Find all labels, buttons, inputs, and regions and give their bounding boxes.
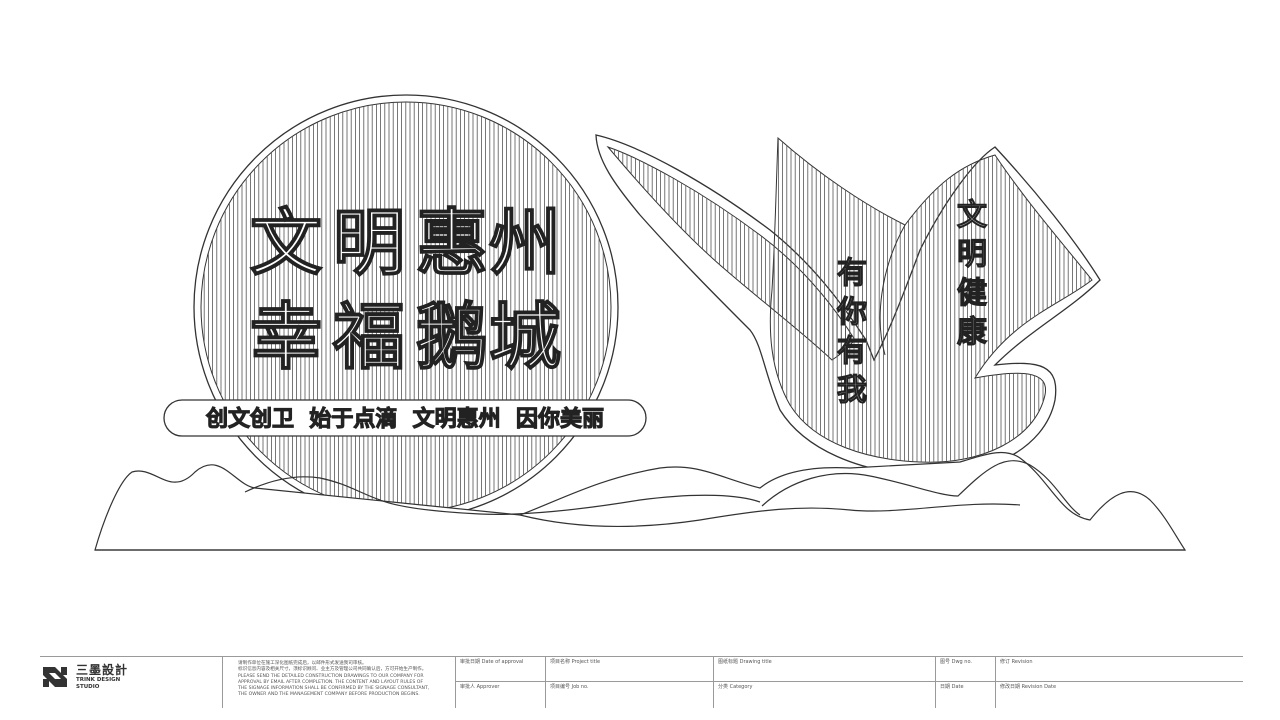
headline-char: 幸 — [250, 295, 322, 379]
vertical-text-char: 文 — [957, 198, 987, 233]
headline-char: 福 — [332, 295, 405, 379]
note-line: APPROVAL BY EMAIL AFTER COMPLETION. THE … — [238, 679, 423, 685]
field-dwg-no: 图号 Dwg no. — [940, 659, 973, 665]
slogan-text: 创文创卫 始于点滴 文明惠州 因你美丽 — [205, 406, 604, 432]
field-revision: 修订 Revision — [1000, 659, 1033, 665]
note-line: THE SIGNAGE INFORMATION SHALL BE CONFIRM… — [238, 686, 430, 692]
title-block: 三墨設計 TRINK DESIGN STUDIO 请制作单位在施工深化图纸完成后… — [0, 650, 1280, 720]
vertical-text-char: 有 — [837, 334, 867, 369]
logo-mark-icon — [43, 667, 67, 687]
vertical-text-char: 我 — [837, 373, 867, 408]
headline-char: 明 — [333, 201, 405, 285]
vertical-text-char: 你 — [836, 295, 867, 330]
mountain-base — [94, 451, 1187, 551]
vertical-text-char: 有 — [837, 256, 867, 291]
production-notes: 请制作单位在施工深化图纸完成后，以邮件形式发送我司审核。 标识信息内容及相关尺寸… — [238, 661, 453, 699]
headline-char: 惠 — [416, 201, 488, 285]
note-line: THE OWNER AND THE MANAGEMENT COMPANY BEF… — [238, 692, 420, 698]
field-approver: 审批人 Approver — [460, 684, 500, 690]
field-date-of-approval: 审批日期 Date of approval — [460, 659, 524, 665]
studio-logo: 三墨設計 TRINK DESIGN STUDIO — [40, 659, 180, 699]
field-date: 日期 Date — [940, 684, 964, 690]
vertical-text-char: 明 — [957, 237, 987, 272]
signage-elevation-drawing: 文 明 惠 州 幸 福 鹅 城 创文创卫 始于点滴 文明惠州 因你美丽 有 你 … — [94, 94, 1187, 551]
headline-char: 州 — [489, 201, 561, 285]
logo-english-name: TRINK DESIGN STUDIO — [76, 677, 121, 690]
vertical-text-char: 健 — [957, 276, 987, 311]
field-category: 分类 Category — [718, 684, 753, 690]
note-line: 请制作单位在施工深化图纸完成后，以邮件形式发送我司审核。 — [238, 661, 367, 666]
field-revision-date: 修改日期 Revision Date — [1000, 684, 1057, 690]
field-project-title: 项目名称 Project title — [550, 659, 601, 665]
headline-char: 文 — [250, 201, 322, 285]
headline-char: 城 — [489, 295, 561, 379]
slogan-bar: 创文创卫 始于点滴 文明惠州 因你美丽 — [163, 399, 647, 437]
field-drawing-title: 图纸标题 Drawing title — [718, 659, 772, 665]
headline-char: 鹅 — [416, 295, 488, 379]
note-line: PLEASE SEND THE DETAILED CONSTRUCTION DR… — [238, 673, 424, 679]
note-line: 标识信息内容及相关尺寸，须标识顾问、业主方及管理公司共同确认后，方可开始生产制作… — [238, 667, 427, 673]
logo-chinese-name: 三墨設計 — [76, 663, 129, 677]
vertical-text-char: 康 — [957, 315, 988, 350]
field-job-no: 项目编号 Job no. — [550, 684, 589, 690]
